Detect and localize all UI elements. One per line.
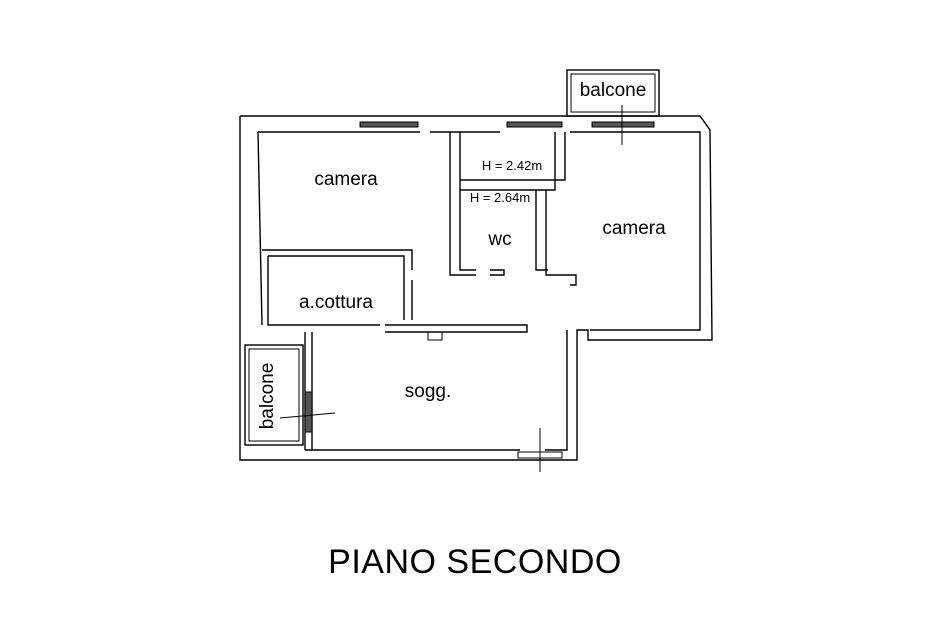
label-balcone-left: balcone — [257, 363, 278, 430]
label-camera-right: camera — [602, 218, 666, 239]
label-wc: wc — [487, 229, 511, 250]
bottom-door — [517, 428, 563, 472]
top-balcony — [566, 69, 660, 145]
top-windows — [359, 121, 655, 128]
label-soggiorno: sogg. — [405, 381, 451, 402]
label-balcone-top: balcone — [580, 80, 647, 101]
label-cucina: a.cottura — [299, 292, 373, 313]
label-camera-left: camera — [314, 169, 378, 190]
left-balcony — [244, 344, 336, 446]
height-upper: H = 2.42m — [482, 158, 542, 173]
outer-walls — [239, 115, 713, 461]
plan-title: PIANO SECONDO — [328, 543, 622, 581]
height-lower: H = 2.64m — [470, 190, 530, 205]
